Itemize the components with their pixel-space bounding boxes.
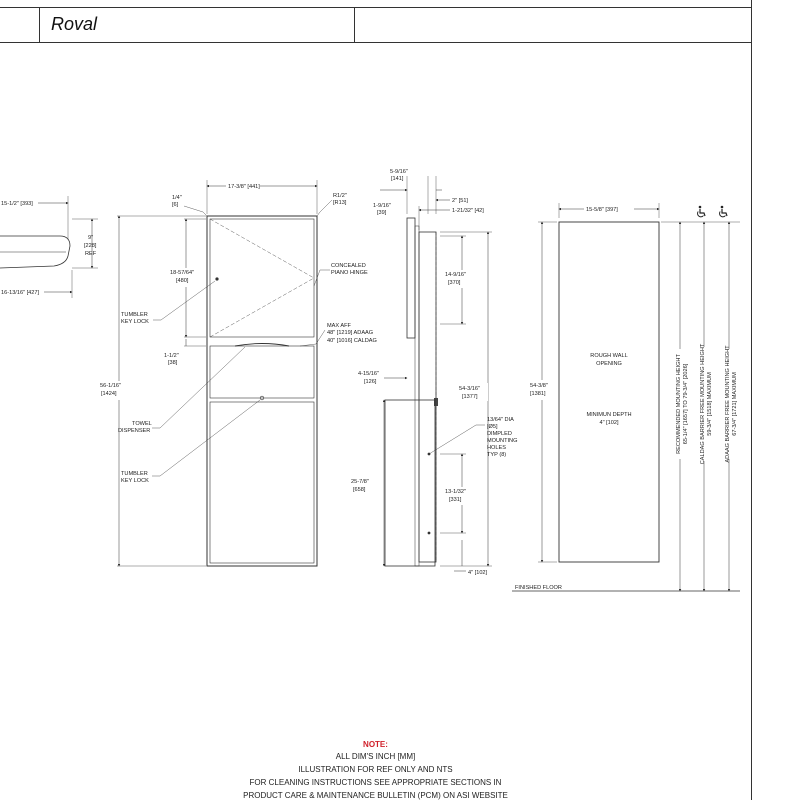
note-line-2: ILLUSTRATION FOR REF ONLY AND NTS	[298, 765, 453, 774]
front-width-label: 17-3/8" [441]	[228, 184, 260, 190]
top-ref: REF	[85, 251, 97, 257]
adaag-line-2: 67-3/4" [1721] MAXIMUM	[732, 372, 738, 436]
dim-1-21: 1-21/32" [42]	[452, 208, 484, 214]
top-width-bottom-label: 16-13/16" [427]	[1, 290, 40, 296]
hinge-label: CONCEALED	[331, 263, 366, 269]
towel-label: TOWEL	[132, 421, 152, 427]
max-aff-label: MAX AFF	[327, 323, 352, 329]
note-line-1: ALL DIM'S INCH [MM]	[335, 752, 416, 761]
radius-mm: [R13]	[333, 200, 347, 206]
top-width-label: 15-1/2" [393]	[1, 201, 33, 207]
wall-height-mm: [1381]	[530, 391, 546, 397]
rec-height-line-1: RECOMMENDED MOUNTING HEIGHT	[676, 354, 682, 454]
lower-height: 25-7/8"	[351, 479, 369, 485]
top-depth: 9"	[88, 235, 93, 241]
lower-lock-label: TUMBLER	[121, 471, 148, 477]
holes-line-4: TYP (8)	[487, 452, 506, 458]
upper-lock-label: TUMBLER	[121, 312, 148, 318]
front-view	[117, 180, 333, 567]
towel-label-2: DISPENSER	[118, 428, 150, 434]
holes-line-1: DIMPLED	[487, 431, 512, 437]
wall-width-bg	[584, 204, 634, 213]
min-depth-line-1: MINIMUN DEPTH	[586, 412, 631, 418]
radius-label: R1/2"	[333, 193, 347, 199]
wheelchair-icon	[697, 205, 706, 218]
holes-line-2: MOUNTING	[487, 438, 517, 444]
gap-label: 1-1/2"	[164, 353, 179, 359]
lower-hole-span: 13-1/32"	[445, 489, 466, 495]
upper-hole-span-mm: [370]	[448, 280, 461, 286]
opening-line-2: OPENING	[596, 361, 622, 367]
dim-2in: 2" [51]	[452, 198, 468, 204]
side-depth-top: 5-9/16"	[390, 169, 408, 175]
gap-mm: [38]	[168, 360, 178, 366]
front-width-bg	[226, 182, 260, 190]
overall-height-mm: [1424]	[101, 391, 117, 397]
upper-lock-label-2: KEY LOCK	[121, 319, 149, 325]
side-view	[380, 176, 492, 572]
bottom-offset: 4" [102]	[468, 570, 488, 576]
top-width-bottom-bg	[0, 287, 44, 297]
upper-height: 18-57/64"	[170, 270, 194, 276]
rec-height-label: RECOMMENDED MOUNTING HEIGHT 65-1/4" [165…	[673, 349, 689, 459]
hole-dia-mm: [Ø5]	[487, 424, 498, 430]
wall-height: 54-3/8"	[530, 383, 548, 389]
overall-height: 56-1/16"	[100, 383, 121, 389]
lower-height-bg	[350, 477, 378, 495]
lip-label: 1/4"	[172, 195, 182, 201]
caldag-line-2: 59-3/4" [1518] MAXIMUM	[707, 372, 713, 436]
hole-dia: 13/64" DIA	[487, 417, 514, 423]
upper-hole-span: 14-9/16"	[445, 272, 466, 278]
lower-span-bg	[444, 487, 476, 505]
title-block-row: Roval	[0, 7, 751, 43]
lower-depth-mm: [126]	[364, 379, 377, 385]
note-title: NOTE:	[363, 740, 388, 749]
finished-floor: FINISHED FLOOR	[515, 585, 562, 591]
side-offset-mm: [39]	[377, 210, 387, 216]
min-depth-line-2: 4" [102]	[599, 420, 619, 426]
note-line-3: FOR CLEANING INSTRUCTIONS SEE APPROPRIAT…	[249, 778, 502, 787]
rec-height-line-2: 65-1/4" [1657] TO 79-3/4" [2026]	[683, 363, 689, 444]
upper-height-mm: [480]	[176, 278, 189, 284]
lower-height-mm: [658]	[353, 487, 366, 493]
lower-depth: 4-15/16"	[358, 371, 379, 377]
product-name: Roval	[51, 14, 98, 34]
lower-lock-label-2: KEY LOCK	[121, 478, 149, 484]
upper-height-bg	[168, 268, 204, 287]
frame-border-right	[751, 0, 752, 800]
holes-line-3: HOLES	[487, 445, 506, 451]
recess-height-mm: [1377]	[462, 394, 478, 400]
recess-height-bg	[458, 383, 488, 401]
lip-mm: [6]	[172, 202, 179, 208]
adaag-line-1: ADAAG BARRIER FREE MOUNTING HEIGHT	[725, 345, 731, 463]
upper-span-bg	[444, 270, 474, 288]
wall-height-bg	[528, 380, 556, 400]
note-line-4: PRODUCT CARE & MAINTENANCE BULLETIN (PCM…	[243, 791, 508, 800]
wheelchair-icon	[719, 205, 728, 218]
overall-height-bg	[98, 381, 138, 400]
adaag-label: ADAAG BARRIER FREE MOUNTING HEIGHT 67-3/…	[722, 345, 738, 463]
caldag-label: CALDAG BARRIER FREE MOUNTING HEIGHT 59-3…	[697, 343, 713, 464]
hinge-label-2: PIANO HINGE	[331, 270, 368, 276]
side-depth-top-mm: [141]	[391, 176, 404, 182]
title-block-cell: Roval	[39, 8, 355, 42]
opening-line-1: ROUGH WALL	[590, 353, 627, 359]
side-offset: 1-9/16"	[373, 203, 391, 209]
recess-height: 54-3/16"	[459, 386, 480, 392]
max-aff-caldag: 40" [1016] CALDAG	[327, 338, 377, 344]
top-width-bg	[0, 198, 38, 208]
lower-hole-span-mm: [331]	[449, 497, 462, 503]
max-aff-adaag: 48" [1219] ADAAG	[327, 330, 373, 336]
wall-width: 15-5/8" [397]	[586, 207, 618, 213]
caldag-line-1: CALDAG BARRIER FREE MOUNTING HEIGHT	[700, 343, 706, 464]
top-depth-mm: [228]	[84, 243, 97, 249]
